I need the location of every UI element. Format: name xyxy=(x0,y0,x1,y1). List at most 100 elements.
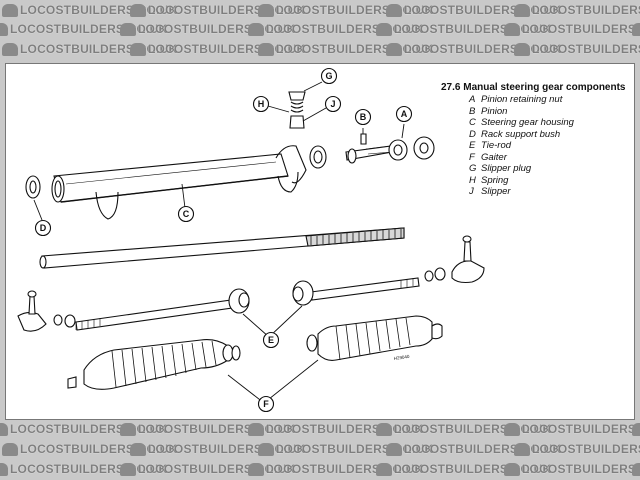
legend-item-letter: C xyxy=(469,117,476,128)
legend-item: B Pinion xyxy=(469,106,631,118)
legend-item-label: Rack support bush xyxy=(481,128,561,140)
legend-item-letter: J xyxy=(469,186,474,197)
legend-item: H Spring xyxy=(469,175,631,187)
car-logo-icon xyxy=(2,4,18,17)
car-logo-icon xyxy=(130,4,146,17)
watermark-tile: LOCOSTBUILDERS.CO.UK xyxy=(246,20,423,40)
callout-circle xyxy=(34,219,52,237)
callout-letter: F xyxy=(263,399,269,409)
car-logo-icon xyxy=(386,443,402,456)
legend-item-letter: A xyxy=(469,94,476,105)
car-logo-icon xyxy=(248,23,264,36)
watermark-text: LOCOSTBUILDERS.CO.UK xyxy=(522,422,640,436)
legend-item-letter: H xyxy=(469,174,476,186)
watermark-tile: LOCOSTBUILDERS.CO.UK xyxy=(246,420,423,440)
watermark-tile: LOCOSTBUILDERS.CO.UK xyxy=(128,1,305,21)
callout-b: B xyxy=(354,108,372,126)
watermark-tile: LOCOSTBUILDERS.CO.UK xyxy=(512,40,640,60)
watermark-tile: LOCOSTBUILDERS.CO.UK xyxy=(374,20,551,40)
legend-item-label: Spring xyxy=(481,174,509,186)
slipper-plug-spring-slipper xyxy=(288,91,306,129)
car-logo-icon xyxy=(2,443,18,456)
callout-circle xyxy=(177,205,195,223)
watermark-tile: LOCOSTBUILDERS.CO.UK xyxy=(630,20,640,40)
callout-letter: D xyxy=(40,223,47,233)
callout-letter: G xyxy=(325,71,332,81)
pinion xyxy=(345,133,393,164)
rack-bar xyxy=(39,227,405,269)
legend-item: E Tie-rod xyxy=(469,140,631,152)
car-logo-icon xyxy=(0,423,8,436)
car-logo-icon xyxy=(0,463,8,476)
car-logo-icon xyxy=(0,23,8,36)
legend-item-letter: F xyxy=(469,151,475,163)
car-logo-icon xyxy=(632,423,640,436)
rack-support-bush xyxy=(25,175,41,199)
callout-letter: C xyxy=(183,209,190,219)
legend-item-label: Slipper xyxy=(481,186,511,197)
watermark-tile: LOCOSTBUILDERS.CO.UK xyxy=(256,440,433,460)
leader-lines xyxy=(33,81,405,404)
watermark-tile: LOCOSTBUILDERS.CO.UK xyxy=(0,420,167,440)
figure-code: H29040 xyxy=(393,354,410,361)
watermark-tile: LOCOSTBUILDERS.CO.UK xyxy=(512,1,640,21)
watermark-tile: LOCOSTBUILDERS.CO.UK xyxy=(118,20,295,40)
watermark-text: LOCOSTBUILDERS.CO.UK xyxy=(522,462,640,476)
legend-item-label: Steering gear housing xyxy=(481,117,574,128)
callout-h: H xyxy=(252,95,270,113)
callout-circle xyxy=(257,395,275,413)
tie-rod-right xyxy=(292,235,485,306)
car-logo-icon xyxy=(248,423,264,436)
legend-item-letter: E xyxy=(469,140,476,151)
legend-item-letter: D xyxy=(469,128,476,140)
callout-g: G xyxy=(320,67,338,85)
callout-e: E xyxy=(262,331,280,349)
pinion-retaining-nut xyxy=(388,136,435,161)
watermark-tile: LOCOSTBUILDERS.CO.UK xyxy=(118,420,295,440)
legend-item: D Rack support bush xyxy=(469,129,631,141)
legend-item-label: Gaiter xyxy=(481,151,507,163)
legend-item-letter: B xyxy=(469,105,476,117)
legend-item: F Gaiter xyxy=(469,152,631,164)
legend-item: C Steering gear housing xyxy=(469,117,631,129)
legend-item-label: Slipper plug xyxy=(481,163,532,174)
car-logo-icon xyxy=(376,23,392,36)
legend-item-label: Pinion retaining nut xyxy=(481,94,563,105)
car-logo-icon xyxy=(514,443,530,456)
watermark-tile: LOCOSTBUILDERS.CO.UK xyxy=(630,460,640,480)
callout-circle xyxy=(395,105,413,123)
car-logo-icon xyxy=(248,463,264,476)
tie-rod-left xyxy=(17,288,250,332)
callout-letter: A xyxy=(401,109,408,119)
watermark-tile: LOCOSTBUILDERS.CO.UK xyxy=(512,440,640,460)
watermark-row: LOCOSTBUILDERS.CO.UK LOCOSTBUILDERS.CO.UK… xyxy=(0,440,640,460)
car-logo-icon xyxy=(2,43,18,56)
watermark-tile: LOCOSTBUILDERS.CO.UK xyxy=(256,40,433,60)
car-logo-icon xyxy=(632,463,640,476)
car-logo-icon xyxy=(258,43,274,56)
watermark-tile: LOCOSTBUILDERS.CO.UK xyxy=(374,420,551,440)
car-logo-icon xyxy=(376,423,392,436)
car-logo-icon xyxy=(632,23,640,36)
watermark-tile: LOCOSTBUILDERS.CO.UK xyxy=(128,40,305,60)
car-logo-icon xyxy=(120,23,136,36)
callout-circle xyxy=(324,95,342,113)
legend-item-label: Pinion xyxy=(481,105,508,117)
watermark-tile: LOCOSTBUILDERS.CO.UK xyxy=(246,460,423,480)
watermark-text: LOCOSTBUILDERS.CO.UK xyxy=(532,42,640,56)
callout-circle xyxy=(262,331,280,349)
callout-circle xyxy=(320,67,338,85)
legend-item-label: Tie-rod xyxy=(481,140,512,151)
callout-letter: E xyxy=(268,335,274,345)
steering-gear-housing xyxy=(51,145,327,220)
watermark-tile: LOCOSTBUILDERS.CO.UK xyxy=(384,1,561,21)
callout-letter: B xyxy=(360,112,367,122)
